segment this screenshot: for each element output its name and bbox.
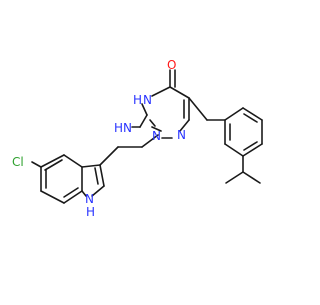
bond: [91, 185, 105, 197]
bond: [188, 97, 208, 121]
bond: [31, 161, 42, 168]
bond: [63, 190, 83, 204]
bond: [99, 146, 119, 166]
bond: [81, 164, 101, 168]
bond: [242, 171, 261, 184]
bond: [40, 190, 65, 204]
bond: [151, 126, 162, 132]
bond: [224, 143, 244, 157]
bond: [44, 159, 63, 171]
triazine-h4-label: H: [133, 93, 142, 107]
bond: [243, 113, 258, 123]
bond: [225, 171, 244, 184]
bond: [81, 190, 87, 197]
amine-nh-label: HN: [114, 121, 132, 135]
bond: [63, 154, 83, 168]
bond: [139, 114, 148, 128]
molecule-canvas: Cl N H HN N H N N O: [12, 58, 263, 219]
bonds: [31, 69, 263, 204]
indole-h-label: H: [86, 205, 95, 219]
bond: [141, 103, 148, 116]
chlorine-label: Cl: [12, 155, 24, 169]
bond: [94, 167, 99, 185]
atom-labels: Cl N H HN N H N N O: [12, 58, 186, 219]
bond: [224, 107, 244, 121]
triazine-n4-label: N: [143, 93, 152, 107]
bond: [40, 154, 65, 168]
bond: [243, 141, 258, 151]
bond: [149, 119, 156, 127]
indole-n-label: N: [85, 192, 94, 206]
structure-drawing: Cl N H HN N H N N O: [12, 58, 263, 219]
bond: [242, 143, 263, 157]
bond: [99, 164, 105, 187]
triazine-n2-label: N: [152, 129, 161, 143]
oxygen-label: O: [167, 58, 176, 72]
triazine-n1-label: N: [177, 128, 186, 142]
bond: [141, 134, 159, 148]
bond: [179, 119, 190, 132]
bond: [169, 86, 190, 99]
bond: [242, 107, 263, 121]
bond: [63, 187, 79, 198]
bond: [151, 86, 171, 97]
